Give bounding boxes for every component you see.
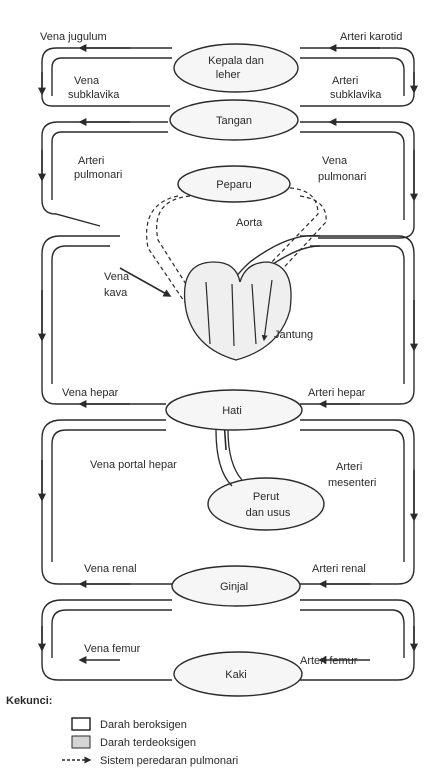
gut-label-2: dan usus	[246, 507, 291, 519]
trunk-left	[41, 235, 166, 405]
organ-arms	[169, 99, 299, 141]
organ-lungs	[177, 165, 291, 203]
gut-label-1: Perut	[253, 491, 279, 503]
label-mesenteric-2: mesenteri	[328, 477, 376, 489]
label-renal-vein: Vena renal	[84, 563, 137, 575]
legs-label: Kaki	[225, 669, 246, 681]
lungs-label: Peparu	[216, 179, 251, 191]
legend-deoxygenated-label: Darah terdeoksigen	[100, 737, 196, 749]
label-hepatic-vein: Vena hepar	[62, 387, 119, 399]
label-mesenteric-1: Arteri	[336, 461, 362, 473]
label-jugular: Vena jugulum	[40, 31, 107, 43]
label-vena-cava-2: kava	[104, 287, 128, 299]
label-pulmonary-vein-2: pulmonari	[318, 171, 366, 183]
organs	[165, 43, 325, 697]
heart	[183, 261, 292, 361]
legend-title: Kekunci:	[6, 695, 52, 707]
heart-label: Jantung	[274, 329, 313, 341]
legend-deoxygenated-swatch	[71, 735, 91, 749]
label-hepatic-portal: Vena portal hepar	[90, 459, 177, 471]
label-pulmonary-artery-1: Arteri	[78, 155, 104, 167]
legend: Kekunci: Darah beroksigen Darah terdeoks…	[6, 695, 238, 767]
trunk-right	[300, 235, 415, 405]
label-subclavian-artery-2: subklavika	[330, 89, 382, 101]
liver-label: Hati	[222, 405, 242, 417]
vessel-labels: Vena jugulum Arteri karotid Vena subklav…	[40, 31, 402, 667]
label-carotid: Arteri karotid	[340, 31, 402, 43]
organ-kidney	[171, 565, 301, 607]
legend-oxygenated-label: Darah beroksigen	[100, 719, 187, 731]
organ-liver	[165, 389, 303, 431]
organ-legs	[173, 651, 303, 697]
arms-label: Tangan	[216, 115, 252, 127]
legend-pulmonary-label: Sistem peredaran pulmonari	[100, 755, 238, 767]
label-subclavian-artery-1: Arteri	[332, 75, 358, 87]
pulmonary-circuit	[146, 187, 327, 305]
label-pulmonary-vein-1: Vena	[322, 155, 348, 167]
head-label-2: leher	[216, 69, 241, 81]
head-label-1: Kepala dan	[208, 55, 264, 67]
organ-head	[173, 43, 299, 93]
label-femoral-vein: Vena femur	[84, 643, 141, 655]
label-vena-cava-1: Vena	[104, 271, 130, 283]
label-subclavian-vein-1: Vena	[74, 75, 100, 87]
label-femoral-artery: Arteri femur	[300, 655, 358, 667]
heart-shape	[183, 261, 292, 361]
label-renal-artery: Arteri renal	[312, 563, 366, 575]
flow-arrows	[38, 44, 418, 664]
label-hepatic-artery: Arteri hepar	[308, 387, 366, 399]
kidney-label: Ginjal	[220, 581, 248, 593]
legend-oxygenated-swatch	[71, 717, 91, 731]
organ-gut	[207, 477, 325, 531]
label-subclavian-vein-2: subklavika	[68, 89, 120, 101]
organ-labels: Kepala dan leher Tangan Peparu Jantung H…	[208, 55, 313, 681]
hepatic-portal-vessel	[215, 429, 243, 487]
label-pulmonary-artery-2: pulmonari	[74, 169, 122, 181]
label-aorta: Aorta	[236, 217, 263, 229]
